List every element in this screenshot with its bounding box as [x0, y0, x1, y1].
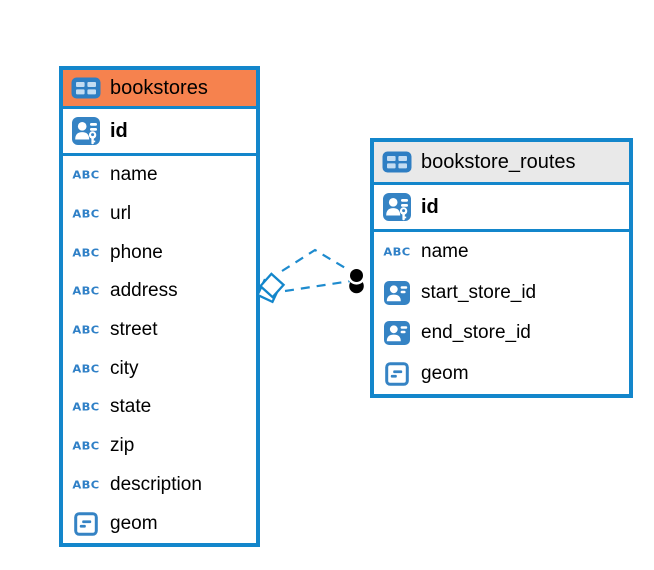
- divider: [374, 182, 629, 185]
- column-row[interactable]: ABC url: [63, 194, 256, 234]
- column-row[interactable]: geom: [374, 353, 629, 394]
- text-type-icon: ABC: [72, 401, 100, 414]
- table-bookstores[interactable]: bookstores id ABC nam: [59, 66, 260, 547]
- table-bookstore-routes[interactable]: bookstore_routes id ABC: [370, 138, 633, 398]
- text-type-icon: ABC: [72, 284, 100, 298]
- column-row[interactable]: ABC description: [63, 465, 256, 505]
- foreign-key-icon: [382, 280, 412, 305]
- table-icon: [71, 77, 101, 99]
- column-row[interactable]: end_store_id: [374, 313, 629, 354]
- column-name: name: [110, 164, 158, 186]
- table-title: bookstore_routes: [421, 150, 576, 173]
- primary-key-icon: [71, 117, 101, 145]
- column-row[interactable]: geom: [63, 504, 256, 543]
- geometry-type-icon: [382, 361, 412, 386]
- column-row[interactable]: ABC phone: [63, 233, 256, 273]
- text-type-icon: ABC: [72, 323, 100, 337]
- text-type-icon: ABC: [72, 168, 100, 182]
- column-name: description: [110, 473, 202, 495]
- column-row[interactable]: ABC state: [63, 388, 256, 427]
- column-row[interactable]: ABC zip: [63, 426, 256, 466]
- text-type-icon: ABC: [72, 207, 100, 221]
- column-name: start_store_id: [421, 281, 537, 303]
- column-name: city: [110, 357, 139, 379]
- column-name: id: [421, 195, 439, 218]
- column-name: zip: [110, 435, 135, 457]
- column-row[interactable]: ABC street: [63, 310, 256, 350]
- table-title: bookstores: [110, 76, 208, 99]
- column-row-pk[interactable]: id: [63, 109, 256, 153]
- column-row[interactable]: ABC address: [63, 272, 256, 311]
- geometry-type-icon: [71, 511, 101, 536]
- column-name: street: [110, 319, 158, 341]
- column-name: url: [110, 203, 132, 225]
- column-row-pk[interactable]: id: [374, 185, 629, 229]
- text-type-icon: ABC: [72, 439, 100, 453]
- text-type-icon: ABC: [383, 245, 411, 259]
- relationship-connector[interactable]: [256, 248, 366, 304]
- column-name: address: [110, 280, 178, 302]
- column-name: id: [110, 119, 128, 142]
- table-icon: [382, 151, 412, 173]
- one-end-dots-icon: [347, 266, 366, 294]
- column-row[interactable]: ABC name: [374, 232, 629, 273]
- column-name: state: [110, 396, 152, 418]
- divider: [63, 106, 256, 109]
- column-name: geom: [110, 512, 158, 534]
- table-bookstore-routes-header[interactable]: bookstore_routes: [374, 142, 629, 182]
- many-end-squares-icon: [256, 272, 286, 304]
- text-type-icon: ABC: [72, 362, 100, 376]
- table-bookstores-header[interactable]: bookstores: [63, 70, 256, 106]
- relationship-line-upper: [281, 248, 353, 273]
- column-row[interactable]: ABC name: [63, 156, 256, 195]
- column-name: geom: [421, 362, 469, 384]
- column-row[interactable]: start_store_id: [374, 272, 629, 313]
- column-row[interactable]: ABC city: [63, 349, 256, 389]
- divider: [374, 229, 629, 232]
- column-name: name: [421, 241, 469, 263]
- divider: [63, 153, 256, 156]
- relationship-line-lower: [284, 279, 352, 293]
- primary-key-icon: [382, 193, 412, 221]
- text-type-icon: ABC: [72, 246, 100, 260]
- text-type-icon: ABC: [72, 478, 100, 492]
- column-name: end_store_id: [421, 322, 531, 344]
- foreign-key-icon: [382, 321, 412, 346]
- column-name: phone: [110, 241, 163, 263]
